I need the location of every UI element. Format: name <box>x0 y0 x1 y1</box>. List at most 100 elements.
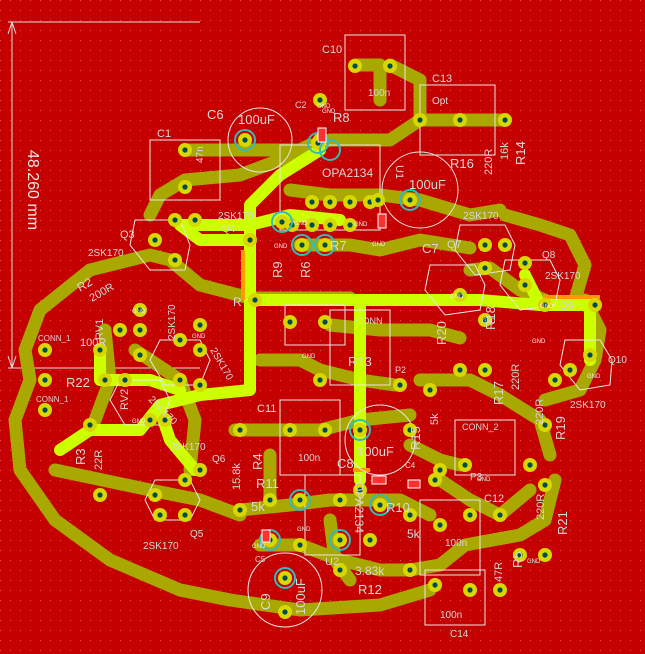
label-r14-value: 16k <box>499 142 511 160</box>
label-r4-value: 15.8k <box>231 463 243 490</box>
pad-hole <box>517 552 523 558</box>
pad-hole <box>279 219 285 225</box>
label-r22-value: 100R <box>80 337 106 349</box>
label-p3: P3 <box>470 472 483 483</box>
dimension-label: 48.260 mm <box>24 150 41 230</box>
pad-hole <box>297 497 303 503</box>
gnd-label: GND <box>354 222 368 228</box>
label-r11: R11 <box>256 476 279 491</box>
pad-hole <box>182 512 188 518</box>
label-rv2: RV2 <box>119 389 131 410</box>
label-r8: R8 <box>333 110 350 125</box>
pad-hole <box>322 427 328 433</box>
pad-hole <box>542 302 548 308</box>
pad-hole <box>407 567 413 573</box>
pad-hole <box>457 292 463 298</box>
pad-hole <box>42 377 48 383</box>
label-conn: CONN <box>356 316 383 326</box>
pad-hole <box>137 352 143 358</box>
pad-hole <box>97 492 103 498</box>
label-c9: C9 <box>258 593 273 610</box>
via-ring <box>399 189 421 211</box>
pad-hole <box>497 587 503 593</box>
pad-hole <box>592 302 598 308</box>
gnd-label: GND <box>450 294 464 300</box>
label-r16-value: 220R <box>483 149 495 175</box>
pad-hole <box>527 462 533 468</box>
smd-pad <box>317 127 327 143</box>
pad-hole <box>97 347 103 353</box>
label-r15: R15 <box>408 426 423 450</box>
label-r17: R17 <box>491 381 506 405</box>
gnd-label: GND <box>274 244 288 250</box>
label-q1-type: 2SK170 <box>167 304 178 340</box>
pad-hole <box>42 407 48 413</box>
pad-hole <box>242 137 248 143</box>
via-ring <box>271 211 293 233</box>
pad-hole <box>462 462 468 468</box>
via-ring <box>319 139 341 161</box>
label-c6-value: 100uF <box>238 112 275 127</box>
pad-hole <box>182 147 188 153</box>
label-r3-value: 22R <box>93 450 105 470</box>
label-r15-value: 5k <box>429 413 441 425</box>
label-c14: C14 <box>450 629 469 640</box>
pad-hole <box>317 377 323 383</box>
label-r2: R2 <box>75 275 96 295</box>
label-r10: R10 <box>386 500 410 515</box>
label-r18: R18 <box>483 306 498 330</box>
label-r6: R6 <box>298 261 313 278</box>
pad-hole <box>567 367 573 373</box>
label-c9-value: 100uF <box>293 578 308 615</box>
pad-hole <box>457 367 463 373</box>
label-conn1a: CONN_1 <box>38 334 71 343</box>
pad-hole <box>347 222 353 228</box>
label-q3-type: 2SK170 <box>88 248 124 259</box>
pad-hole <box>327 222 333 228</box>
pad-hole <box>467 512 473 518</box>
gnd-label: GND <box>297 527 311 533</box>
pad-hole <box>147 417 153 423</box>
pad-hole <box>407 512 413 518</box>
gnd-label: GND <box>477 477 491 483</box>
label-r1: R <box>233 295 242 309</box>
label-q6: Q6 <box>212 454 226 465</box>
label-r17-value: 220R <box>510 364 522 390</box>
label-q7: Q7 <box>447 239 462 251</box>
label-c12: C12 <box>484 493 504 505</box>
pad-hole <box>482 242 488 248</box>
label-r4: R4 <box>250 453 265 470</box>
pad-hole <box>432 477 438 483</box>
label-q5: Q5 <box>190 529 204 540</box>
pad-hole <box>172 257 178 263</box>
gnd-label: GND <box>540 304 554 310</box>
pad-hole <box>552 377 558 383</box>
pad-hole <box>177 337 183 343</box>
pad-hole <box>237 507 243 513</box>
label-c12-value: 100n <box>445 538 467 549</box>
label-c2: C2 <box>295 100 307 110</box>
pad-hole <box>322 319 328 325</box>
label-r10-value: 5k <box>407 527 421 541</box>
gnd-label: GND <box>132 419 146 425</box>
label-r9: R9 <box>270 261 285 278</box>
label-u1-part: OPA2134 <box>322 166 373 180</box>
pad-hole <box>375 197 381 203</box>
pad-hole <box>432 582 438 588</box>
label-c14-value: 100n <box>440 610 462 621</box>
pad-hole <box>542 552 548 558</box>
pad-hole <box>157 512 163 518</box>
label-q6-type: 2SK170 <box>170 442 206 453</box>
pad-hole <box>397 382 403 388</box>
label-c5: C5 <box>255 555 266 564</box>
pad-hole <box>192 217 198 223</box>
pad-hole <box>587 352 593 358</box>
pad-hole <box>172 217 178 223</box>
pad-hole <box>327 199 333 205</box>
pad-hole <box>197 347 203 353</box>
label-conn1b: CONN_1 <box>36 395 69 404</box>
pad-hole <box>247 237 253 243</box>
gnd-label: GND <box>317 104 331 110</box>
pad-hole <box>542 482 548 488</box>
pad-hole <box>407 427 413 433</box>
